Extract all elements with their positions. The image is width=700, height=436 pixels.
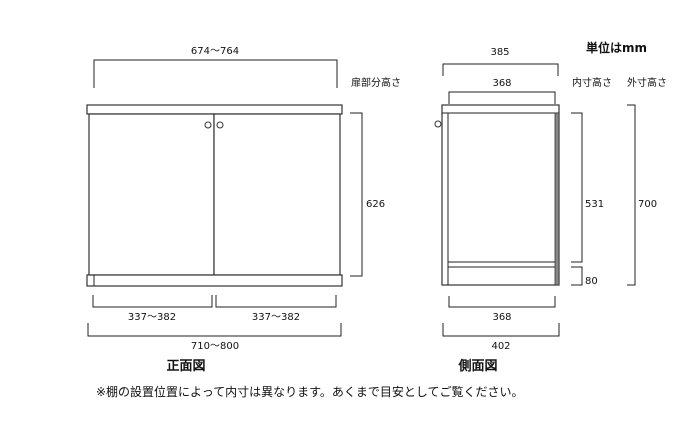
front-door-right-width-bracket: [215, 295, 337, 308]
inner-height-title: 内寸高さ: [572, 76, 612, 89]
side-base-height: 80: [585, 276, 598, 287]
footnote: ※棚の設置位置によって内寸は異なります。あくまで目安としてご覧ください。: [96, 384, 524, 399]
front-knob-left: [204, 121, 212, 129]
outer-height-title: 外寸高さ: [627, 76, 667, 89]
front-overall-width: 710〜800: [191, 341, 239, 352]
side-inner-depth-bottom-bracket: [448, 296, 556, 308]
side-inner-depth-top-bracket: [448, 91, 556, 104]
side-view-title: 側面図: [457, 358, 497, 374]
front-overall-width-bracket: [87, 323, 342, 337]
front-knob-right: [216, 121, 224, 129]
side-view: 385 368 単位はmm 内寸高さ 外寸高さ 531 80 700 368 4…: [434, 40, 667, 374]
unit-label: 単位はmm: [586, 40, 647, 55]
side-cabinet-outline: [441, 104, 560, 286]
side-knob: [434, 120, 442, 128]
side-back-panel: [554, 112, 560, 286]
front-top-board: [86, 104, 343, 115]
side-top-depth-bracket: [442, 63, 559, 76]
side-base-height-bracket: [571, 266, 583, 286]
side-inner-depth-bottom: 368: [492, 312, 511, 323]
front-base: [86, 274, 343, 287]
side-top-depth: 385: [490, 47, 509, 58]
front-door-height-bracket: [350, 112, 363, 277]
front-door-left: [88, 113, 215, 276]
side-inner-depth-top: 368: [492, 78, 511, 89]
side-overall-depth-bracket: [442, 323, 560, 337]
front-door-right-width: 337〜382: [252, 312, 300, 323]
side-inner-height: 531: [585, 199, 604, 210]
front-view: 674〜764 扉部分高さ 626 337〜382 337〜382 710〜80…: [86, 46, 401, 374]
side-outer-height-bracket: [627, 104, 636, 286]
side-overall-depth: 402: [491, 341, 510, 352]
front-door-height-title: 扉部分高さ: [351, 76, 401, 89]
front-top-width-bracket: [93, 59, 338, 88]
front-door-right: [213, 113, 341, 276]
front-door-height-value: 626: [366, 199, 385, 210]
side-inner-height-bracket: [571, 112, 583, 263]
side-outer-height: 700: [638, 199, 657, 210]
front-door-left-width: 337〜382: [128, 312, 176, 323]
front-top-width-label: 674〜764: [191, 46, 239, 57]
front-door-left-width-bracket: [92, 295, 213, 308]
front-view-title: 正面図: [166, 359, 205, 374]
